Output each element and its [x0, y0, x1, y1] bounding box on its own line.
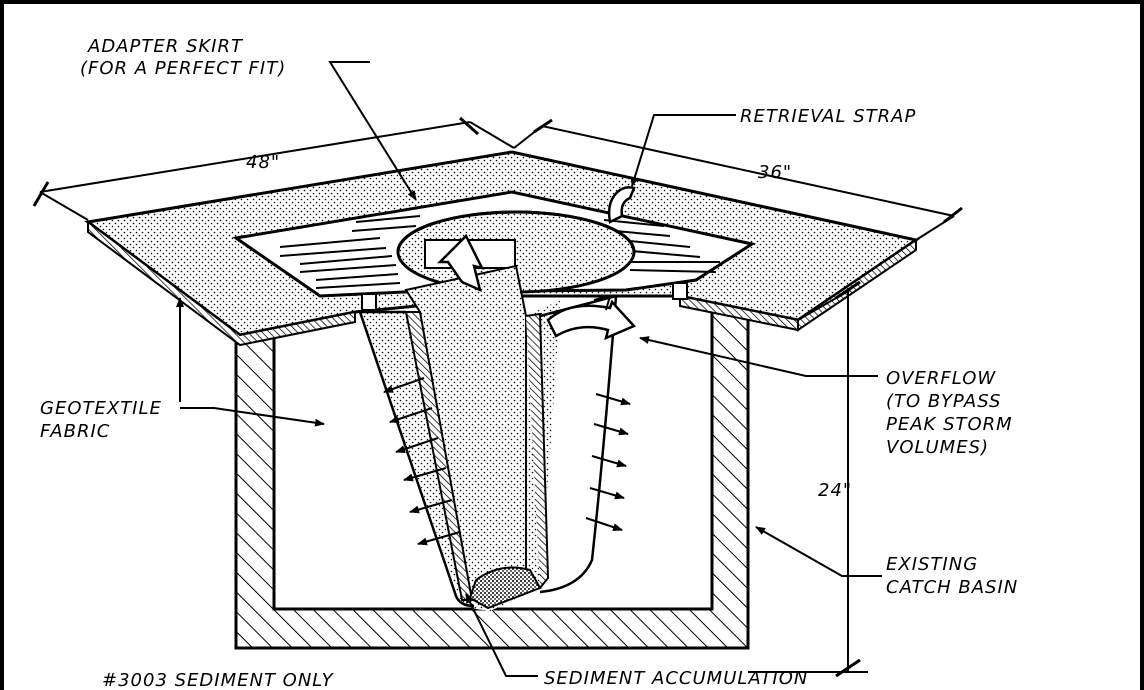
label-sediment-accumulation: SEDIMENT ACCUMULATION: [544, 668, 808, 689]
leader-lines: [176, 61, 882, 677]
grate: [232, 190, 756, 298]
label-geotextile: GEOTEXTILE: [40, 398, 162, 419]
label-retrieval-strap: RETRIEVAL STRAP: [740, 106, 916, 127]
label-dim-36: 36": [758, 162, 792, 183]
inflow-arrow: [436, 233, 485, 293]
retrieval-strap: [607, 186, 636, 224]
grate-supports: [361, 282, 688, 311]
filtration-arrows: [383, 377, 631, 546]
label-overflow-3: PEAK STORM: [886, 414, 1013, 435]
dimension-24: [748, 280, 868, 678]
diagram-labels: ADAPTER SKIRT (FOR A PERFECT FIT) RETRIE…: [40, 36, 1018, 690]
label-adapter-skirt: ADAPTER SKIRT: [87, 36, 244, 57]
label-overflow-4: VOLUMES): [886, 437, 989, 458]
label-adapter-skirt-note: (FOR A PERFECT FIT): [80, 58, 286, 79]
label-overflow-2: (TO BYPASS: [886, 391, 1001, 412]
label-dim-48: 48": [246, 152, 280, 173]
label-catch-basin: CATCH BASIN: [886, 577, 1018, 598]
label-geotextile-fabric: FABRIC: [40, 421, 110, 442]
dimension-36: [513, 118, 963, 241]
label-existing: EXISTING: [886, 554, 978, 575]
geotextile-sack: [358, 264, 618, 612]
label-overflow: OVERFLOW: [886, 368, 996, 389]
label-dim-24: 24": [818, 480, 852, 501]
overflow-arrow: [546, 294, 637, 341]
dimension-48: [32, 116, 515, 221]
label-model: #3003 SEDIMENT ONLY: [102, 670, 335, 690]
